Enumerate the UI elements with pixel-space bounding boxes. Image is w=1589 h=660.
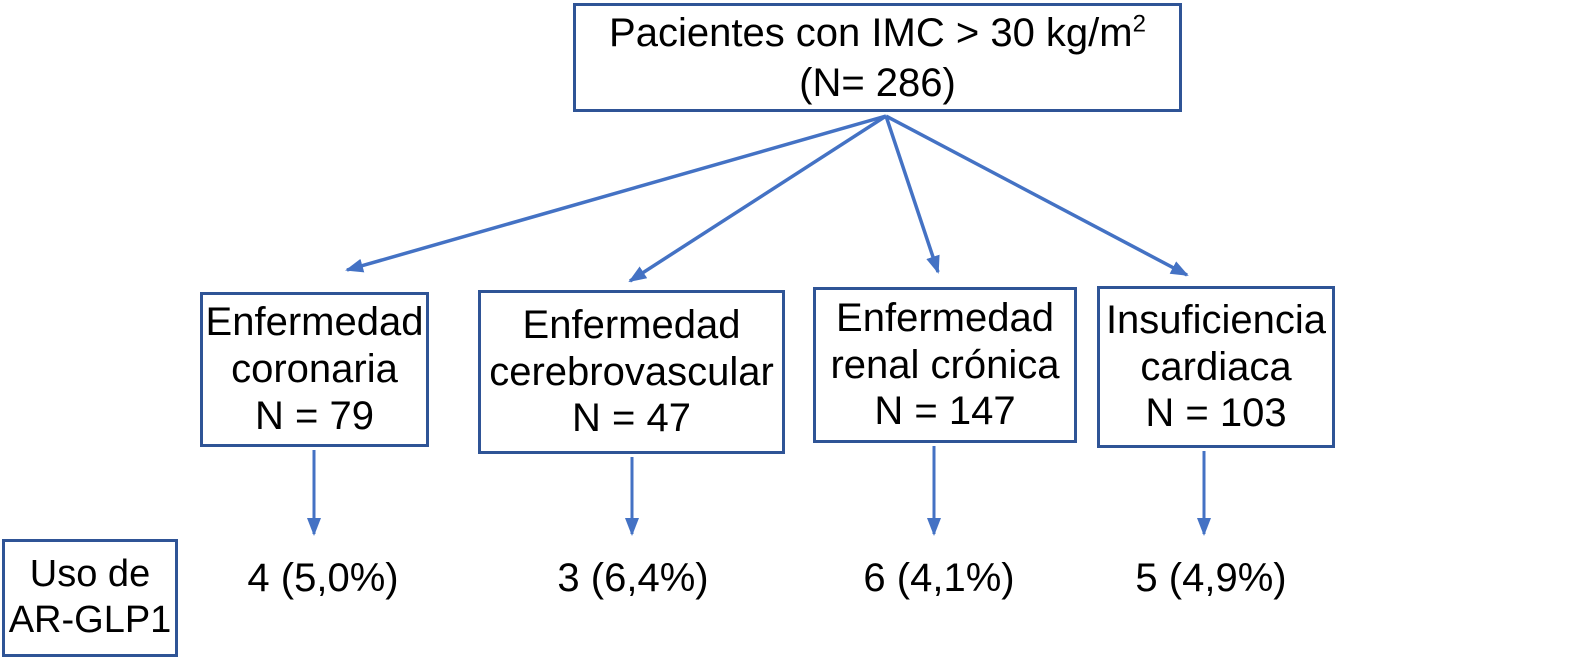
- arrow-root-to-cardiaca: [885, 114, 1189, 277]
- branch-name-line: coronaria: [231, 347, 398, 392]
- branch-box-coronaria: Enfermedad coronaria N = 79: [200, 292, 429, 447]
- branch-count: N = 47: [572, 396, 691, 441]
- superscript-2: 2: [1132, 10, 1146, 38]
- value-label-cardiaca: 5 (4,9%): [1135, 556, 1287, 600]
- branch-box-renal-cronica: Enfermedad renal crónica N = 147: [813, 287, 1077, 443]
- branch-count: N = 103: [1145, 391, 1287, 436]
- row-label-box: Uso de AR-GLP1: [2, 539, 178, 657]
- branch-name-line: cerebrovascular: [489, 349, 774, 394]
- branch-count: N = 147: [874, 389, 1016, 434]
- branch-name-line: Insuficiencia: [1105, 297, 1327, 342]
- branch-box-cerebrovascular: Enfermedad cerebrovascular N = 47: [478, 290, 785, 454]
- branch-name-line: Enfermedad: [205, 300, 424, 345]
- row-label-line: Uso de: [29, 553, 151, 596]
- root-box: Pacientes con IMC > 30 kg/m2 (N= 286): [573, 3, 1182, 112]
- branch-box-cardiaca: Insuficiencia cardiaca N = 103: [1097, 286, 1335, 448]
- value-label-renal-cronica: 6 (4,1%): [863, 556, 1015, 600]
- arrow-root-to-coronaria: [345, 114, 887, 273]
- branch-name-line: Enfermedad: [836, 295, 1054, 340]
- arrow-root-to-renal-cronica: [884, 115, 940, 274]
- branch-name-line: renal crónica: [830, 342, 1060, 387]
- row-label-line: AR-GLP1: [8, 599, 172, 641]
- root-box-count: (N= 286): [799, 60, 956, 105]
- branch-count: N = 79: [255, 393, 374, 438]
- branch-name-line: Enfermedad: [522, 302, 741, 347]
- root-box-title: Pacientes con IMC > 30 kg/m2: [609, 10, 1146, 55]
- value-label-coronaria: 4 (5,0%): [247, 556, 399, 600]
- value-label-cerebrovascular: 3 (6,4%): [557, 556, 709, 600]
- arrow-root-to-cerebrovascular: [628, 114, 887, 283]
- branch-name-line: cardiaca: [1140, 344, 1292, 389]
